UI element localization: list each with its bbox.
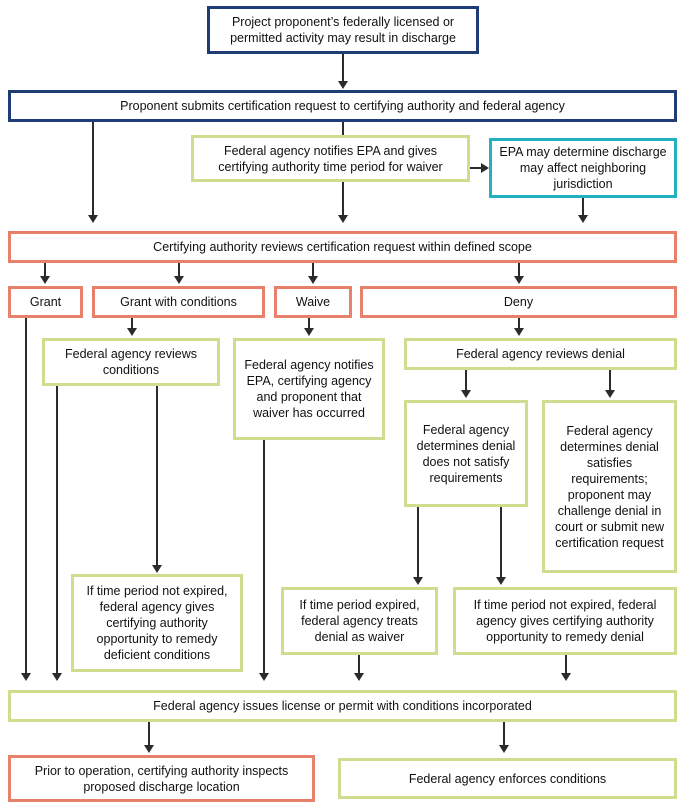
node-review-request-label: Certifying authority reviews certificati… xyxy=(153,240,532,254)
arrowhead-start-to-submit xyxy=(338,81,348,89)
node-grant-with-conditions-label: Grant with conditions xyxy=(120,295,237,309)
arrowhead-issues-license-to-enforces xyxy=(499,745,509,753)
node-notifies-waiver: Federal agency notifies EPA, certifying … xyxy=(233,338,385,440)
node-inspects-discharge: Prior to operation, certifying authority… xyxy=(8,755,315,802)
node-notify-epa-label: Federal agency notifies EPA and gives ce… xyxy=(218,143,443,174)
connector-not-satisfy-to-treats-waiver xyxy=(417,507,419,577)
connector-remedy-denial-to-issues-license xyxy=(565,655,567,674)
arrowhead-review-to-grant xyxy=(40,276,50,284)
arrowhead-deny-to-reviews-denial xyxy=(514,328,524,336)
node-deny-label: Deny xyxy=(503,295,534,309)
arrowhead-notify-epa-to-epa-determine xyxy=(481,163,489,173)
node-remedy-denial: If time period not expired, federal agen… xyxy=(453,587,677,655)
node-denial-not-satisfy-label: Federal agency determines denial does no… xyxy=(416,422,516,485)
node-inspects-discharge-label: Prior to operation, certifying authority… xyxy=(34,763,289,794)
connector-notify-epa-to-review xyxy=(342,182,344,216)
connector-issues-license-to-enforces xyxy=(503,722,505,746)
node-deny: Deny xyxy=(360,286,677,318)
connector-submit-to-notify-epa xyxy=(342,122,344,135)
node-reviews-conditions: Federal agency reviews conditions xyxy=(42,338,220,386)
connector-issues-license-to-inspects xyxy=(148,722,150,746)
arrowhead-treats-waiver-to-issues-license xyxy=(354,673,364,681)
arrowhead-grant-to-issues-license xyxy=(21,673,31,681)
arrowhead-grant-conditions-to-reviews xyxy=(127,328,137,336)
node-treats-denial-as-waiver-label: If time period expired, federal agency t… xyxy=(299,598,420,644)
connector-review-to-grant-with-conditions xyxy=(178,263,180,278)
node-grant: Grant xyxy=(8,286,83,318)
connector-not-satisfy-to-remedy-denial xyxy=(500,507,502,577)
arrowhead-review-to-deny xyxy=(514,276,524,284)
arrowhead-reviews-conditions-to-issues-license xyxy=(52,673,62,681)
node-issues-license: Federal agency issues license or permit … xyxy=(8,690,677,722)
connector-reviews-denial-to-satisfies xyxy=(609,370,611,390)
arrowhead-issues-license-to-inspects xyxy=(144,745,154,753)
arrowhead-reviews-denial-to-satisfies xyxy=(605,390,615,398)
arrowhead-review-to-waive xyxy=(308,276,318,284)
arrowhead-reviews-conditions-to-remedy xyxy=(152,565,162,573)
node-reviews-denial-label: Federal agency reviews denial xyxy=(456,347,625,361)
node-submit-request-label: Proponent submits certification request … xyxy=(120,99,565,113)
node-submit-request: Proponent submits certification request … xyxy=(8,90,677,122)
arrowhead-reviews-denial-to-not-satisfy xyxy=(461,390,471,398)
arrowhead-epa-determine-to-review xyxy=(578,215,588,223)
node-grant-with-conditions: Grant with conditions xyxy=(92,286,265,318)
node-review-request: Certifying authority reviews certificati… xyxy=(8,231,677,263)
arrowhead-notify-epa-to-review xyxy=(338,215,348,223)
connector-review-to-deny xyxy=(518,263,520,278)
node-issues-license-label: Federal agency issues license or permit … xyxy=(153,699,532,713)
connector-submit-left-trunk xyxy=(92,122,94,216)
node-reviews-denial: Federal agency reviews denial xyxy=(404,338,677,370)
node-epa-determine: EPA may determine discharge may affect n… xyxy=(489,138,677,198)
arrowhead-remedy-denial-to-issues-license xyxy=(561,673,571,681)
arrowhead-review-to-grant-with-conditions xyxy=(174,276,184,284)
arrowhead-not-satisfy-to-treats-waiver xyxy=(413,577,423,585)
connector-review-to-grant xyxy=(44,263,46,278)
node-remedy-denial-label: If time period not expired, federal agen… xyxy=(473,598,657,644)
arrowhead-notifies-waiver-to-issues-license xyxy=(259,673,269,681)
node-remedy-conditions-label: If time period not expired, federal agen… xyxy=(86,584,228,662)
node-waive-label: Waive xyxy=(295,295,331,309)
connector-reviews-denial-to-not-satisfy xyxy=(465,370,467,390)
node-reviews-conditions-label: Federal agency reviews conditions xyxy=(64,347,197,377)
connector-deny-to-reviews-denial xyxy=(518,318,520,330)
node-epa-determine-label: EPA may determine discharge may affect n… xyxy=(499,145,667,191)
node-grant-label: Grant xyxy=(29,295,62,309)
node-enforces-conditions: Federal agency enforces conditions xyxy=(338,758,677,799)
node-denial-satisfies-label: Federal agency determines denial satisfi… xyxy=(554,423,665,550)
node-enforces-conditions-label: Federal agency enforces conditions xyxy=(408,771,607,786)
node-denial-not-satisfy: Federal agency determines denial does no… xyxy=(404,400,528,507)
connector-grant-conditions-to-reviews xyxy=(131,318,133,330)
connector-reviews-conditions-to-remedy xyxy=(156,386,158,566)
node-remedy-conditions: If time period not expired, federal agen… xyxy=(71,574,243,672)
connector-notifies-waiver-to-issues-license xyxy=(263,440,265,674)
connector-start-to-submit xyxy=(342,54,344,82)
connector-review-to-waive xyxy=(312,263,314,278)
node-notifies-waiver-label: Federal agency notifies EPA, certifying … xyxy=(244,358,374,420)
arrowhead-waive-to-notifies-waiver xyxy=(304,328,314,336)
connector-reviews-conditions-to-issues-license xyxy=(56,386,58,674)
node-notify-epa: Federal agency notifies EPA and gives ce… xyxy=(191,135,470,182)
arrowhead-not-satisfy-to-remedy-denial xyxy=(496,577,506,585)
node-start: Project proponent’s federally licensed o… xyxy=(207,6,479,54)
arrowhead-submit-left-trunk xyxy=(88,215,98,223)
node-start-label: Project proponent’s federally licensed o… xyxy=(230,15,456,45)
connector-treats-waiver-to-issues-license xyxy=(358,655,360,674)
node-waive: Waive xyxy=(274,286,352,318)
connector-grant-to-issues-license xyxy=(25,318,27,674)
node-denial-satisfies: Federal agency determines denial satisfi… xyxy=(542,400,677,573)
connector-waive-to-notifies-waiver xyxy=(308,318,310,330)
connector-notify-epa-to-epa-determine xyxy=(470,167,483,169)
connector-epa-determine-to-review xyxy=(582,198,584,216)
node-treats-denial-as-waiver: If time period expired, federal agency t… xyxy=(281,587,438,655)
